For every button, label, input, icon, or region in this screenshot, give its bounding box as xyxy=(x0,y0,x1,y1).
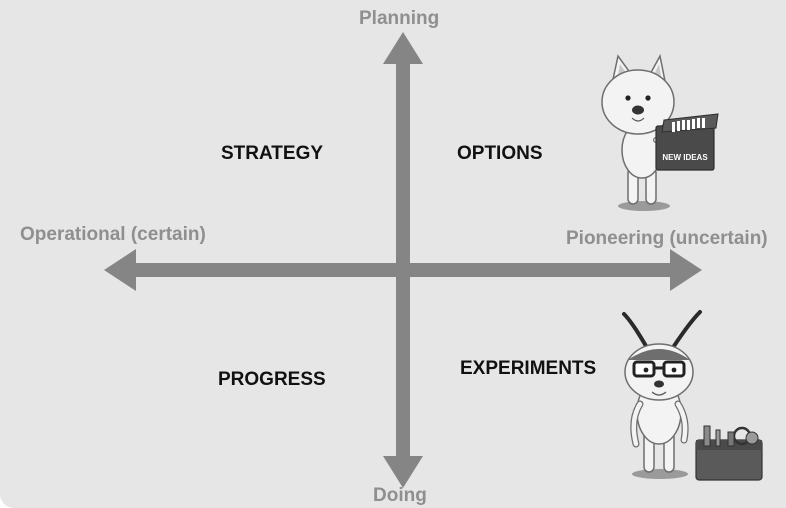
quadrant-label-progress: PROGRESS xyxy=(218,369,326,390)
axis-label-doing: Doing xyxy=(373,485,427,506)
quadrant-label-experiments: EXPERIMENTS xyxy=(460,358,597,379)
arrowhead-up xyxy=(383,32,423,64)
quadrant-label-options: OPTIONS xyxy=(457,143,543,164)
cat-character-illustration: NEW IDEAS xyxy=(601,53,719,211)
arrowhead-right xyxy=(670,249,702,291)
box-label: NEW IDEAS xyxy=(662,153,708,162)
axis-label-planning: Planning xyxy=(359,8,440,29)
ant-character-illustration xyxy=(622,310,763,481)
horizontal-axis xyxy=(130,263,676,277)
arrowhead-down xyxy=(383,456,423,488)
vertical-axis xyxy=(396,58,410,460)
axis-label-pioneering: Pioneering (uncertain) xyxy=(566,228,768,249)
quadrant-label-strategy: STRATEGY xyxy=(221,143,324,164)
arrowhead-left xyxy=(104,249,136,291)
axis-label-operational: Operational (certain) xyxy=(20,224,206,245)
